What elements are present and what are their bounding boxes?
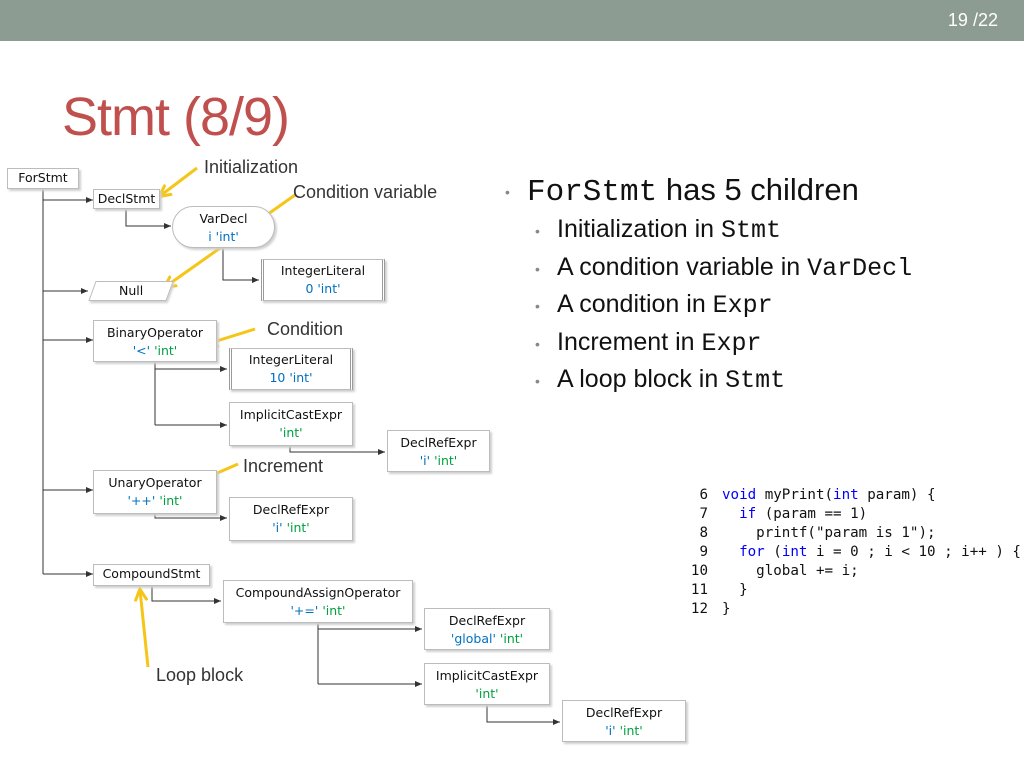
bullet-item-condition-variable: A condition variable in VarDecl <box>557 253 913 283</box>
top-bar: 19 /22 <box>0 0 1024 41</box>
annotation-initialization: Initialization <box>204 157 299 177</box>
node-compoundassignoperator: CompoundAssignOperator '+=' 'int' <box>223 580 413 623</box>
node-declrefexpr-i-1: DeclRefExpr 'i' 'int' <box>387 430 490 472</box>
annotation-condition: Condition <box>267 319 344 339</box>
bullet-item-condition: A condition in Expr <box>557 290 773 320</box>
annotation-increment: Increment <box>243 456 324 476</box>
bullet-main: ForStmt has 5 children <box>527 172 859 210</box>
code-line: 12} <box>690 601 731 617</box>
node-unaryoperator: UnaryOperator '++' 'int' <box>93 470 217 514</box>
node-declrefexpr-i-2: DeclRefExpr 'i' 'int' <box>229 497 353 541</box>
page-number: 19 /22 <box>947 10 998 30</box>
node-integerliteral-10: IntegerLiteral 10 'int' <box>229 348 353 390</box>
code-line: 8 printf("param is 1"); <box>699 525 936 541</box>
node-implicitcastexpr-1: ImplicitCastExpr 'int' <box>229 402 353 446</box>
bullet-item-initialization: Initialization in Stmt <box>557 215 781 245</box>
annotation-loop-block: Loop block <box>156 665 244 685</box>
code-line: 10 global += i; <box>690 563 859 579</box>
node-null: Null <box>88 281 174 301</box>
node-integerliteral-0: IntegerLiteral 0 'int' <box>261 259 385 301</box>
node-declrefexpr-i-3: DeclRefExpr 'i' 'int' <box>562 700 686 742</box>
code-line: 9 for (int i = 0 ; i < 10 ; i++ ) { <box>699 544 1021 560</box>
code-line: 11 } <box>690 582 748 598</box>
code-line: 7 if (param == 1) <box>699 506 868 522</box>
slide-title: Stmt (8/9) <box>62 87 290 147</box>
bullet-item-increment: Increment in Expr <box>557 328 762 358</box>
node-vardecl: VarDecl i 'int' <box>172 206 275 248</box>
node-compoundstmt: CompoundStmt <box>93 564 210 586</box>
node-declstmt: DeclStmt <box>93 189 160 209</box>
annotation-condition-variable: Condition variable <box>293 182 438 202</box>
bullet-item-loop-block: A loop block in Stmt <box>557 365 786 395</box>
node-implicitcastexpr-2: ImplicitCastExpr 'int' <box>424 663 550 705</box>
node-binaryoperator: BinaryOperator '<' 'int' <box>93 320 217 362</box>
node-declrefexpr-global: DeclRefExpr 'global' 'int' <box>424 608 550 650</box>
node-forstmt: ForStmt <box>7 168 79 189</box>
